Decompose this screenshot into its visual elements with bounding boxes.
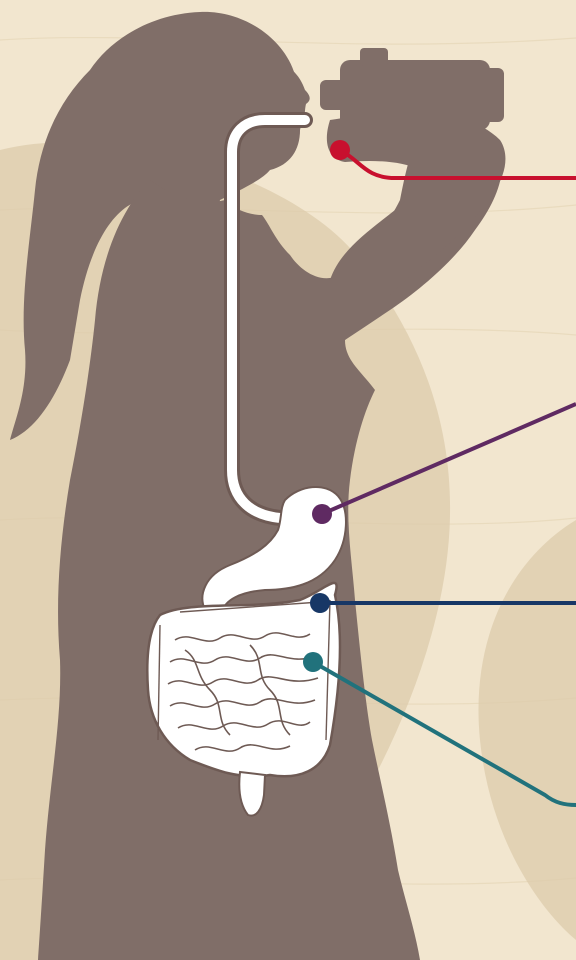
large-intestine-marker-dot <box>303 652 323 672</box>
bottle-icon <box>320 48 504 130</box>
mouth-marker-dot <box>330 140 350 160</box>
small-intestine-marker-dot <box>310 593 330 613</box>
stomach-marker-dot <box>312 504 332 524</box>
